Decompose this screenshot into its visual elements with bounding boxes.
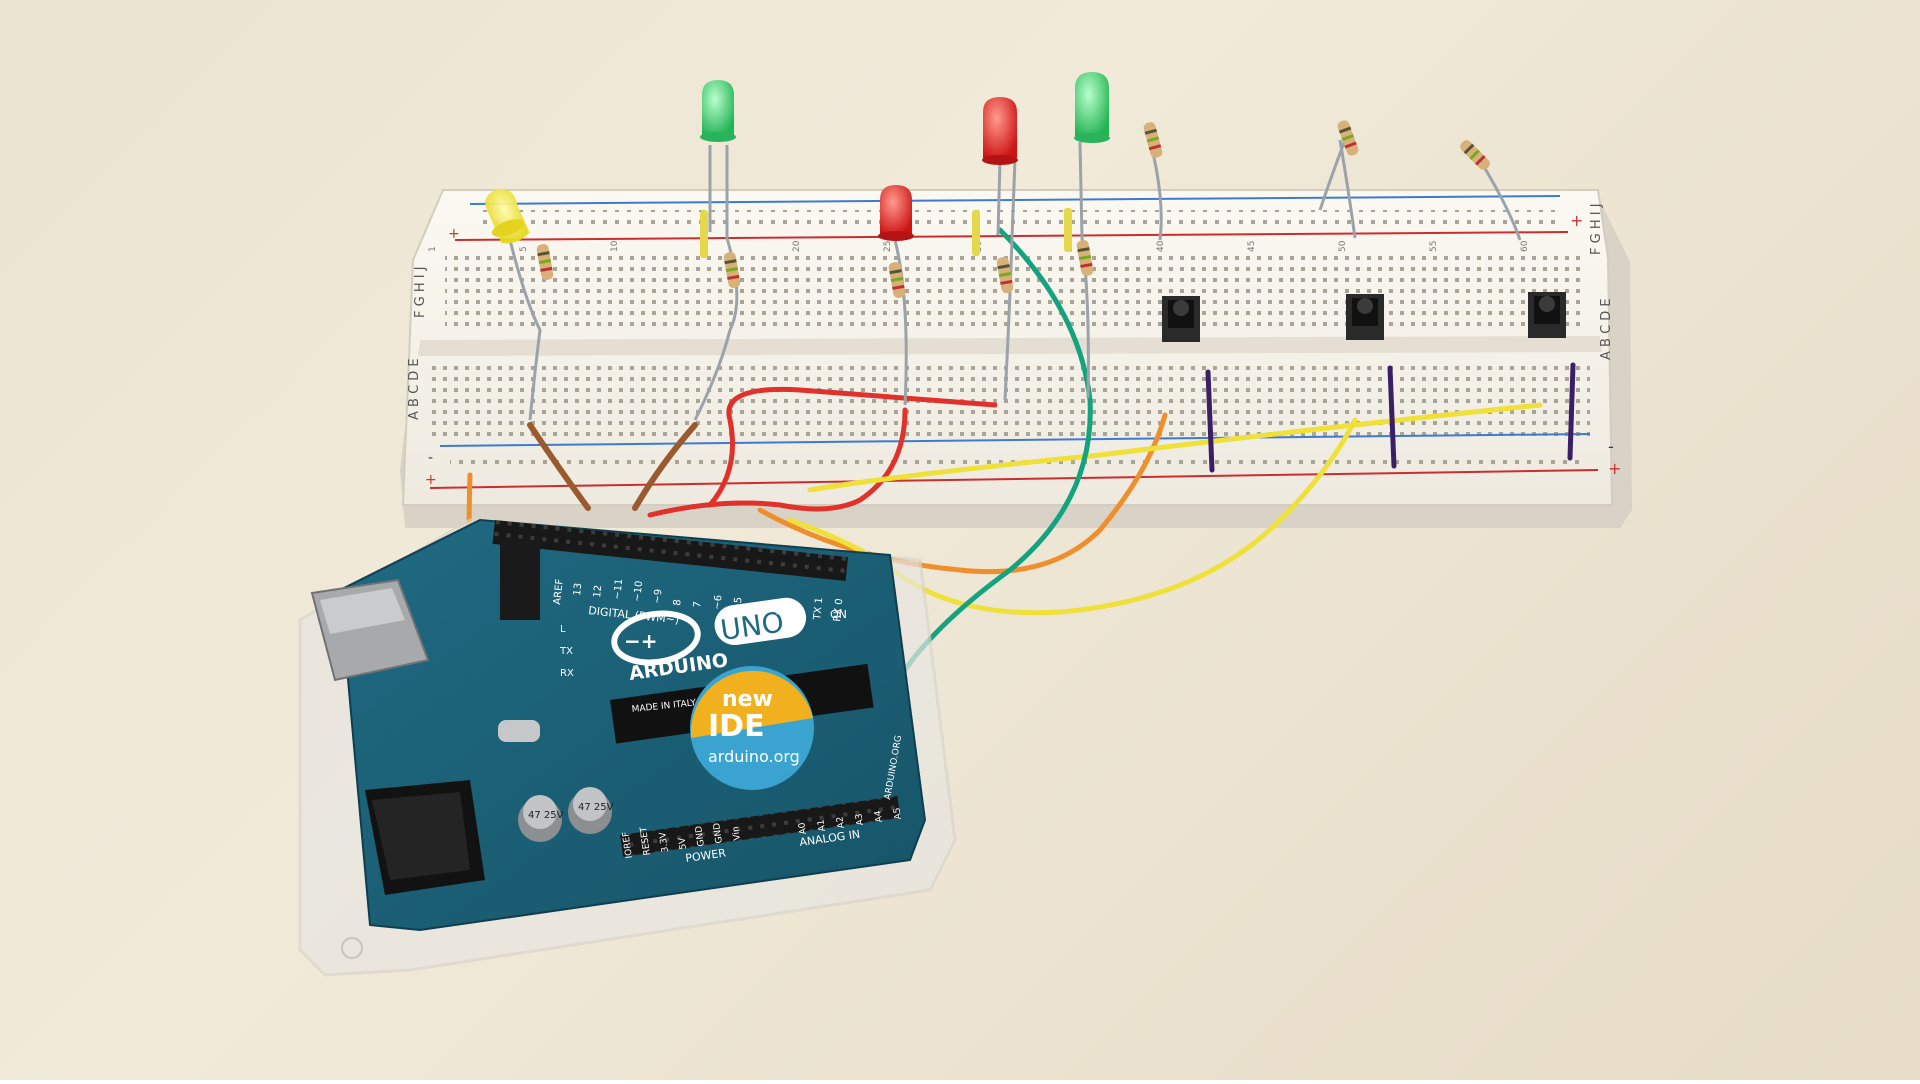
wire-orange-2 bbox=[757, 412, 1168, 575]
push-button-2 bbox=[1346, 294, 1384, 340]
digital-pin-label: TX 1 bbox=[812, 597, 825, 622]
row-letters-top: F G H I J bbox=[413, 266, 428, 318]
digital-pin-label: 7 bbox=[692, 601, 704, 608]
analog-pin-label: A5 bbox=[892, 807, 904, 820]
new-ide-sticker: new IDE arduino.org bbox=[690, 666, 814, 790]
column-number: 20 bbox=[792, 240, 802, 252]
wire-brown-2 bbox=[632, 422, 698, 511]
column-number: 40 bbox=[1156, 240, 1166, 252]
wire-purple-2 bbox=[1387, 365, 1397, 469]
column-number: 1 bbox=[428, 246, 438, 252]
digital-pin-label: ~3 bbox=[772, 600, 784, 616]
wire-purple-3 bbox=[1567, 362, 1576, 461]
column-number: 5 bbox=[519, 246, 529, 252]
row-letters-right-bottom: A B C D E bbox=[1599, 298, 1614, 360]
power-analog-header bbox=[620, 796, 901, 857]
power-pin-label: GND bbox=[712, 822, 725, 844]
analog-pin-labels: A0 A1 A2 A3 A4 A5 bbox=[797, 807, 904, 835]
status-led-labels: L TX RX bbox=[559, 624, 574, 679]
digital-header bbox=[492, 520, 849, 581]
digital-pin-label: 4 bbox=[752, 607, 764, 614]
column-number: 45 bbox=[1247, 241, 1257, 252]
digital-pin-label: RX 0 bbox=[832, 598, 845, 622]
analog-pin-label: A0 bbox=[797, 822, 809, 835]
digital-pin-label: ~6 bbox=[712, 594, 724, 610]
digital-pin-label: ~9 bbox=[652, 588, 664, 604]
digital-pin-label: 2 bbox=[792, 611, 804, 618]
push-button-1 bbox=[1162, 296, 1200, 342]
rail-minus-bottom-left: - bbox=[428, 450, 433, 466]
rail-plus-top-left: + bbox=[448, 226, 460, 242]
aref-label: AREF bbox=[552, 578, 566, 605]
analog-pin-label: A2 bbox=[835, 816, 847, 829]
wire-yellow-1 bbox=[807, 402, 1543, 493]
analog-pin-label: A1 bbox=[816, 819, 828, 832]
power-label: POWER bbox=[685, 846, 728, 865]
power-pin-label: IOREF bbox=[621, 831, 635, 859]
digital-pin-labels: 13 12 ~11 ~10 ~9 8 7 ~6 ~5 4 ~3 2 TX 1 RX 0 bbox=[572, 578, 845, 622]
power-pin-label: Vin bbox=[731, 826, 743, 841]
column-number: 55 bbox=[1429, 241, 1439, 252]
led-yellow bbox=[485, 188, 530, 244]
power-jack bbox=[365, 780, 485, 895]
breadboard: F G H I J A B C D E F G H I J A B C D E … bbox=[400, 189, 1632, 528]
sticker-new: new bbox=[722, 687, 773, 712]
power-pin-label: 3.3V bbox=[658, 830, 671, 852]
analog-pin-label: A4 bbox=[873, 810, 885, 823]
column-number: 60 bbox=[1520, 240, 1530, 252]
power-pin-label: RESET bbox=[639, 826, 653, 856]
resistors bbox=[536, 120, 1490, 298]
wire-purple-1 bbox=[1205, 369, 1215, 473]
digital-pin-label: 12 bbox=[592, 584, 604, 598]
crystal bbox=[498, 720, 540, 742]
status-led-label: TX bbox=[559, 646, 573, 657]
on-label: ON bbox=[830, 608, 847, 621]
usb-port bbox=[310, 578, 430, 682]
analog-pin-label: A3 bbox=[854, 813, 866, 826]
led-red-2 bbox=[982, 97, 1018, 165]
rail-minus-bottom-right: - bbox=[1608, 437, 1614, 456]
push-button-3 bbox=[1528, 292, 1566, 338]
row-letters-right-top: F G H I J bbox=[1589, 203, 1604, 255]
led-green-2 bbox=[1074, 72, 1110, 143]
digital-pin-label: ~10 bbox=[632, 580, 645, 602]
digital-pin-label: 13 bbox=[572, 582, 584, 596]
rail-plus-bottom-left: + bbox=[425, 472, 437, 488]
row-letters-bottom: A B C D E bbox=[407, 358, 422, 420]
cap-label-1: 47 25V bbox=[528, 810, 564, 821]
push-buttons bbox=[1162, 292, 1566, 342]
power-pin-label: GND bbox=[694, 825, 707, 847]
digital-pin-label: 8 bbox=[672, 599, 684, 606]
logo-minus-plus-icon: −+ bbox=[624, 629, 658, 653]
led-green-1 bbox=[700, 80, 736, 142]
wire-red-2 bbox=[647, 407, 908, 518]
wire-brown-1 bbox=[527, 422, 591, 511]
sticker-ide: IDE bbox=[708, 709, 765, 744]
power-pin-label: 5V bbox=[677, 836, 689, 850]
led-red-1 bbox=[878, 185, 914, 241]
column-number: 25 bbox=[883, 241, 893, 252]
digital-pin-label: ~11 bbox=[612, 578, 625, 600]
sticker-site: arduino.org bbox=[708, 747, 800, 766]
capacitors: 47 25V 47 25V bbox=[518, 787, 614, 842]
status-led-label: RX bbox=[560, 668, 574, 679]
status-led-label: L bbox=[560, 624, 566, 635]
rail-plus-top-right: + bbox=[1570, 211, 1583, 230]
power-pin-labels: IOREF RESET 3.3V 5V GND GND Vin bbox=[621, 822, 743, 859]
column-number: 50 bbox=[1338, 240, 1348, 252]
rail-plus-bottom-right: + bbox=[1608, 459, 1621, 478]
cap-label-2: 47 25V bbox=[578, 802, 614, 813]
column-number: 10 bbox=[610, 240, 620, 252]
icsp-header bbox=[500, 540, 540, 620]
digital-pin-label: ~5 bbox=[732, 596, 744, 612]
arduino-board: 47 25V 47 25V −+ UNO ARDUINO new IDE ard… bbox=[310, 518, 927, 932]
wire-red-1 bbox=[707, 386, 998, 508]
leds bbox=[485, 72, 1110, 244]
